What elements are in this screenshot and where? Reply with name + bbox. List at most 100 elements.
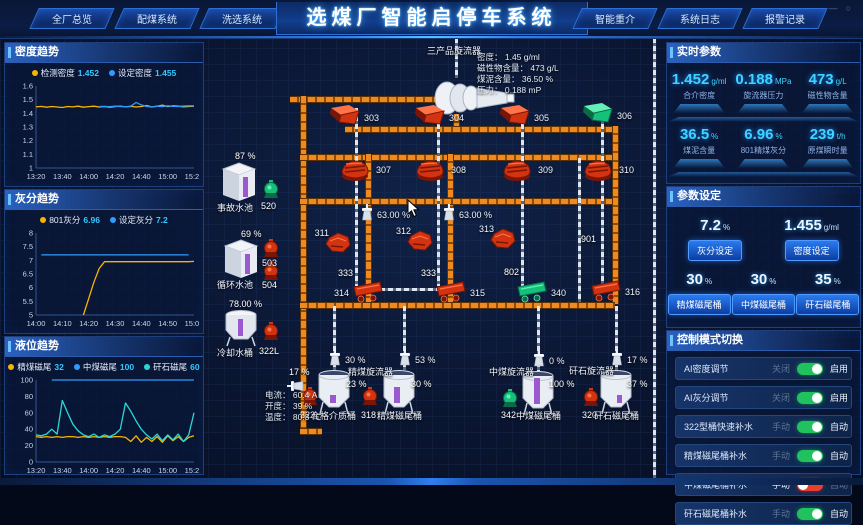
label-333b: 333	[421, 268, 437, 278]
svg-text:1.4: 1.4	[23, 109, 33, 118]
svg-text:8: 8	[29, 229, 33, 238]
density-setting-button[interactable]: 密度设定	[784, 240, 839, 261]
svg-text:14:00: 14:00	[79, 172, 98, 181]
pump-504[interactable]	[263, 261, 279, 287]
pump-322-label: 322	[300, 410, 316, 420]
svg-text:13:20: 13:20	[27, 466, 46, 475]
realtime-value: 36.5	[679, 126, 710, 143]
legend-value: 32	[54, 361, 64, 372]
setting-unit: %	[704, 277, 713, 286]
pipe-line	[355, 108, 358, 286]
three-product-cyclone[interactable]	[433, 78, 517, 123]
feeder-315[interactable]: 315	[436, 280, 485, 309]
ai-ash-toggle[interactable]	[797, 391, 823, 404]
window-maximize-icon[interactable]: ○	[845, 3, 851, 13]
toggle-knob-icon	[812, 421, 822, 432]
pump-322[interactable]	[302, 386, 318, 412]
valve-63-right[interactable]: 63.00 %	[443, 204, 492, 227]
screen-304[interactable]: 304	[415, 104, 464, 135]
feeder-316[interactable]: 316	[591, 279, 640, 308]
screen-306[interactable]: 306	[583, 102, 632, 133]
separator-309[interactable]: 309	[500, 156, 553, 187]
control-state-on: 启用	[829, 393, 848, 403]
valve-qm-30[interactable]: 30 %	[329, 349, 366, 372]
separator-308[interactable]: 308	[413, 156, 466, 187]
legend-value: 6.96	[83, 214, 100, 225]
flow-diagram: 三产品旋流器 303 304 305 306 307 308 309 310 6…	[205, 38, 663, 478]
svg-text:100: 100	[20, 376, 33, 385]
valve-17-left[interactable]	[287, 379, 305, 397]
clean-tail-fill-toggle[interactable]	[797, 449, 823, 462]
pump-322L[interactable]	[263, 321, 279, 347]
realtime-unit: g/ml	[711, 77, 727, 86]
svg-text:40: 40	[25, 425, 33, 434]
middlings-tank-button[interactable]: 中煤磁尾桶	[731, 294, 795, 315]
svg-text:1.6: 1.6	[23, 82, 33, 91]
nav-plant-overview[interactable]: 全厂总览	[29, 8, 115, 29]
pipe-line	[615, 306, 618, 370]
nav-system-log[interactable]: 系统日志	[657, 8, 743, 29]
realtime-label: 801精煤灰分	[740, 146, 787, 155]
ash-setting-button[interactable]: 灰分设定	[688, 240, 743, 261]
legend-label: 中煤磁尾	[82, 361, 117, 372]
nav-smart-medium[interactable]: 智能重介	[572, 8, 658, 29]
pump-503[interactable]	[263, 238, 279, 264]
crusher-312[interactable]: 312	[396, 226, 433, 257]
realtime-value: 473	[808, 71, 834, 88]
crusher-311[interactable]: 311	[315, 228, 351, 259]
nav-washing-system[interactable]: 洗选系统	[199, 8, 285, 29]
pump-520[interactable]	[263, 179, 279, 205]
svg-text:14:20: 14:20	[79, 319, 98, 328]
tank-322-fastfill-toggle[interactable]	[797, 420, 823, 433]
valve-gs-17[interactable]: 17 %	[611, 349, 648, 372]
pump-320[interactable]	[583, 387, 599, 413]
svg-text:5.5: 5.5	[23, 297, 33, 306]
nav-right: 智能重介 系统日志 报警记录	[572, 8, 828, 29]
crusher-313[interactable]: 313	[479, 224, 516, 255]
nav-alarm-record[interactable]: 报警记录	[742, 8, 828, 29]
pump-342[interactable]	[502, 388, 518, 414]
svg-text:15:00: 15:00	[185, 319, 199, 328]
valve-qm-30-label: 30 %	[345, 355, 366, 366]
svg-text:15:20: 15:20	[185, 172, 199, 181]
screen-303[interactable]: 303	[330, 104, 379, 135]
separator-310-label: 310	[619, 164, 635, 175]
pipe-medium	[300, 198, 612, 205]
pipe-medium	[300, 302, 615, 309]
cooling-tank-label: 冷却水桶	[217, 348, 254, 358]
feeder-340[interactable]: 340	[517, 280, 566, 309]
valve-zm-0-label: 0 %	[549, 356, 565, 367]
screen-305[interactable]: 305	[500, 104, 549, 135]
valve-jm-53[interactable]: 53 %	[399, 349, 436, 372]
pump-318[interactable]	[362, 386, 378, 412]
valve-zm-0[interactable]: 0 %	[533, 350, 565, 373]
gangue-tail-fill-toggle[interactable]	[797, 507, 823, 520]
separator-310[interactable]: 310	[581, 156, 634, 187]
pump-318-label: 318	[361, 410, 377, 420]
gangue-tank-button[interactable]: 矸石磁尾桶	[796, 294, 860, 315]
clean-coal-tank-button[interactable]: 精煤磁尾桶	[667, 294, 731, 315]
valve-63-left[interactable]: 63.00 %	[361, 204, 410, 227]
legend-dot-icon	[40, 216, 47, 223]
pedestal-icon	[673, 104, 726, 113]
feeder-314[interactable]: 314	[334, 280, 383, 309]
panel-control-title: 控制模式切换	[667, 331, 860, 351]
toggle-knob-icon	[812, 450, 822, 461]
window-minimize-icon[interactable]: —	[828, 3, 838, 13]
realtime-label: 煤泥含量	[683, 146, 716, 155]
screen-306-label: 306	[617, 110, 633, 121]
ai-density-toggle[interactable]	[797, 362, 823, 375]
nav-blending-system[interactable]: 配煤系统	[114, 8, 200, 29]
control-state-off: 手动	[771, 422, 790, 432]
label-802: 802	[504, 267, 520, 277]
pump-320-label: 320	[582, 410, 598, 420]
control-label: AI密度调节	[684, 364, 729, 374]
valve-jm-53-label: 53 %	[415, 355, 436, 366]
separator-307[interactable]: 307	[338, 156, 391, 187]
legend-value: 100	[119, 361, 135, 372]
